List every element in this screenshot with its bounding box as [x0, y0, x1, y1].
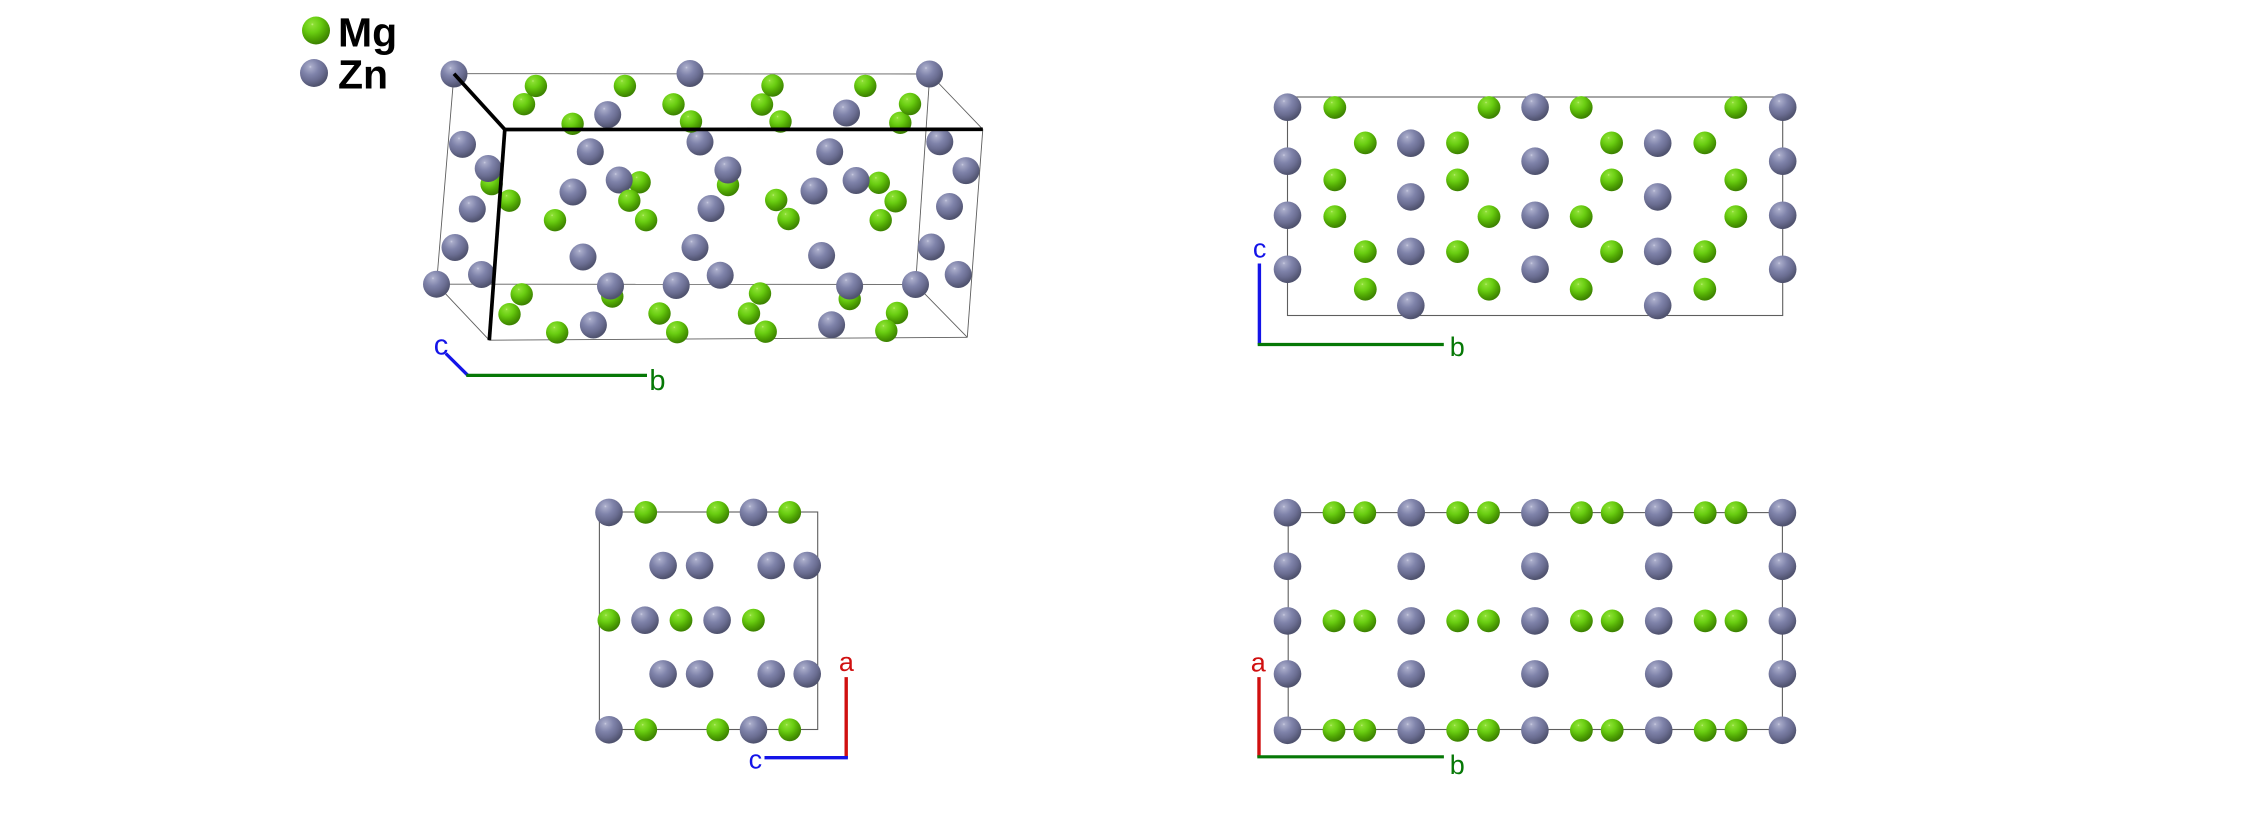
- svg-text:b: b: [1450, 332, 1465, 362]
- svg-text:a: a: [839, 647, 855, 677]
- svg-text:c: c: [749, 745, 763, 775]
- svg-text:a: a: [1251, 647, 1267, 677]
- svg-text:b: b: [649, 365, 665, 397]
- svg-text:c: c: [434, 329, 449, 361]
- svg-text:c: c: [1253, 234, 1267, 264]
- svg-text:Zn: Zn: [338, 52, 388, 98]
- svg-text:b: b: [1450, 750, 1465, 780]
- svg-text:Mg: Mg: [338, 10, 397, 56]
